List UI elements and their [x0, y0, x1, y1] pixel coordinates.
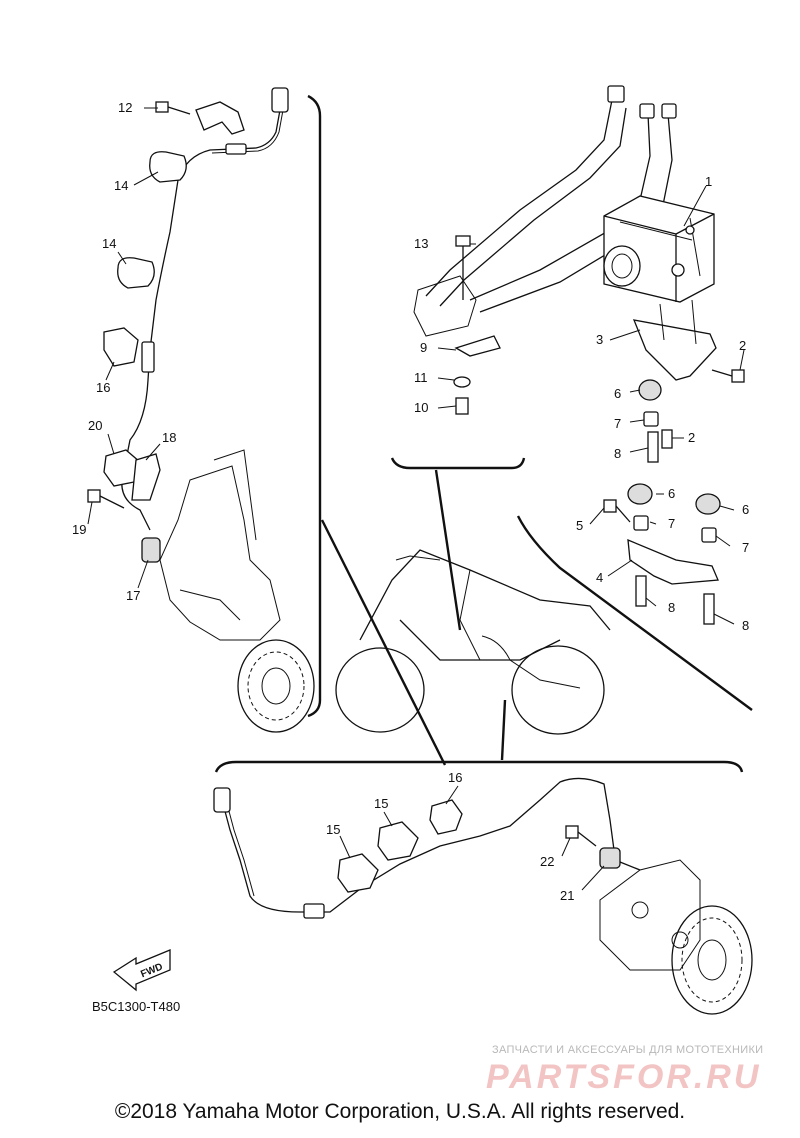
callout-5: 5	[576, 518, 583, 533]
leader-lines	[87, 107, 745, 891]
bolt-10	[455, 397, 469, 415]
bolt-2-mid	[661, 429, 673, 449]
watermark-brand-logo: PARTSFOR.RU	[486, 1058, 762, 1096]
clip-16-rear	[429, 799, 463, 835]
rear-brake-disc	[671, 905, 753, 1015]
callout-19: 19	[72, 522, 86, 537]
clamp-14a	[149, 151, 187, 183]
watermark-tagline: ЗАПЧАСТИ И АКСЕССУАРЫ ДЛЯ МОТОТЕХНИКИ	[492, 1044, 764, 1056]
callout-15-left: 15	[326, 822, 340, 837]
callout-7-top: 7	[614, 416, 621, 431]
callout-4: 4	[596, 570, 603, 585]
callout-14-lower: 14	[102, 236, 116, 251]
front-sensor-17	[141, 537, 161, 563]
callout-16-left: 16	[96, 380, 110, 395]
callout-20: 20	[88, 418, 102, 433]
bolt-5	[603, 499, 631, 523]
callout-9: 9	[420, 340, 427, 355]
damper-6-lower-left	[627, 483, 653, 505]
bracket-9	[454, 335, 501, 357]
bracket-18	[131, 453, 161, 501]
bracket-4	[627, 538, 719, 585]
callout-8-top: 8	[614, 446, 621, 461]
bolt-2-top	[711, 369, 745, 383]
callout-3: 3	[596, 332, 603, 347]
diagram-code: B5C1300-T480	[92, 999, 181, 1014]
damper-6-lower-right	[695, 493, 721, 515]
callout-2-mid: 2	[688, 430, 695, 445]
front-sensor-lead	[121, 87, 289, 531]
callout-8-lower-left: 8	[668, 600, 675, 615]
callout-numbers: 1 2 2 3 4 5 6 6 6 7 7 7 8 8 8 9 10 11 12…	[72, 100, 749, 903]
bracket-3	[632, 299, 717, 381]
rear-sensor-lead	[213, 777, 615, 919]
washer-11	[453, 376, 471, 388]
callout-6-top: 6	[614, 386, 621, 401]
callout-15-right: 15	[374, 796, 388, 811]
callout-21: 21	[560, 888, 574, 903]
callout-7-lower-left: 7	[668, 516, 675, 531]
rear-caliper-outline	[599, 859, 701, 971]
bolt-19	[87, 489, 125, 509]
callout-8-lower-right: 8	[742, 618, 749, 633]
fwd-arrow-icon: FWD	[112, 949, 171, 992]
bolt-8-lower-left	[635, 575, 647, 607]
collar-7-lower-left	[633, 515, 649, 531]
rear-sensor-21	[599, 847, 641, 871]
callout-18: 18	[162, 430, 176, 445]
callout-14-upper: 14	[114, 178, 128, 193]
panel-borders	[214, 94, 753, 773]
collar-7-lower-right	[701, 527, 717, 543]
bolt-8-lower-right	[703, 593, 715, 625]
front-brake-disc	[237, 639, 315, 733]
callout-10: 10	[414, 400, 428, 415]
callout-6-lower-left: 6	[668, 486, 675, 501]
callout-17: 17	[126, 588, 140, 603]
callout-1: 1	[705, 174, 712, 189]
callout-6-lower-right: 6	[742, 502, 749, 517]
callout-13: 13	[414, 236, 428, 251]
abs-unit-1	[603, 195, 715, 303]
clamp-15b	[377, 821, 419, 861]
bolt-13	[455, 235, 471, 300]
collar-7-top	[643, 411, 659, 427]
callout-16-rear: 16	[448, 770, 462, 785]
callout-2-top: 2	[739, 338, 746, 353]
motorcycle-silhouette	[335, 549, 611, 735]
bolt-12	[155, 101, 245, 135]
copyright-notice: ©2018 Yamaha Motor Corporation, U.S.A. A…	[114, 1100, 686, 1123]
clamp-15a	[337, 853, 379, 893]
callout-22: 22	[540, 854, 554, 869]
damper-6-top	[638, 379, 662, 401]
callout-12: 12	[118, 100, 132, 115]
front-fork-outline	[159, 449, 281, 641]
clip-16-left	[103, 327, 139, 367]
bolt-22	[565, 825, 597, 847]
clamp-14b	[117, 257, 155, 289]
callout-7-lower-right: 7	[742, 540, 749, 555]
bolt-8-top	[647, 431, 659, 463]
callout-11: 11	[414, 370, 428, 385]
joint-block	[413, 275, 477, 337]
